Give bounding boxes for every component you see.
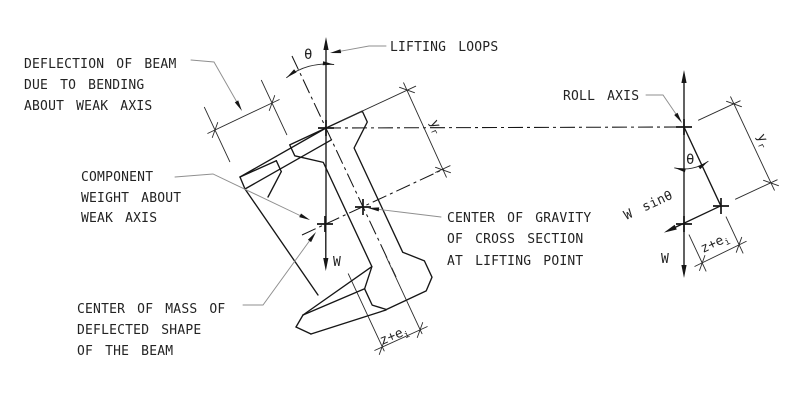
- theta-arc-right: [674, 160, 709, 173]
- center-of-mass-marker: [317, 216, 333, 232]
- center-of-mass-leader: [242, 239, 311, 306]
- component-weight-label-line2: WEIGHT ABOUT: [81, 191, 181, 206]
- roll-axis-centerline: [325, 126, 685, 129]
- center-of-mass-marker: [676, 216, 692, 232]
- weight-component-label: W sinθ: [622, 188, 676, 224]
- component-weight-label-line3: WEAK AXIS: [81, 211, 157, 226]
- roll-axis-marker: [676, 119, 692, 135]
- deflection-label-line3: ABOUT WEAK AXIS: [24, 99, 152, 114]
- theta-label-right: θ: [686, 152, 695, 168]
- beam-front-outline: [289, 110, 433, 311]
- theta-label-left: θ: [304, 47, 313, 63]
- up-arrow-icon: [681, 70, 687, 83]
- ze-label-right: z+ei: [698, 230, 732, 258]
- ze-label-left: z+ei: [378, 323, 412, 350]
- annotations: DEFLECTION OF BEAM DUE TO BENDING ABOUT …: [24, 40, 770, 359]
- ze-dimension-left: [347, 256, 428, 355]
- cg-section-marker: [355, 199, 371, 215]
- point-markers-left: [317, 120, 371, 232]
- weight-label-left: W: [333, 255, 341, 270]
- roll-axis-leader: [645, 94, 678, 116]
- beam-extrusion-lines: [239, 127, 387, 335]
- ze-dimension-right: [688, 216, 747, 272]
- deflection-dimension: [203, 79, 288, 163]
- cg-section-label-line2: OF CROSS SECTION: [447, 232, 583, 247]
- center-of-mass-label-line2: DEFLECTED SHAPE: [77, 323, 201, 338]
- cg-section-marker: [713, 198, 729, 214]
- leader-lines: [174, 45, 682, 306]
- theta-arc-left: [286, 61, 335, 79]
- weak-axis-centerline: [301, 168, 445, 236]
- lifting-loops-leader: [339, 45, 387, 52]
- lifting-loops-label: LIFTING LOOPS: [390, 40, 498, 55]
- weight-arrow-icon: [681, 265, 687, 278]
- yr-dimension-left: [340, 82, 451, 178]
- cg-section-label-line3: AT LIFTING POINT: [447, 254, 583, 269]
- beam-axis-centerline: [291, 55, 397, 278]
- deflection-label-line2: DUE TO BENDING: [24, 78, 144, 93]
- component-weight-label-line1: COMPONENT: [81, 170, 153, 185]
- lifting-line: [323, 37, 329, 271]
- yr-dimension-right: [698, 96, 779, 200]
- beam-cross-section: [239, 110, 433, 335]
- roll-axis-label: ROLL AXIS: [563, 89, 639, 104]
- point-markers-right: [676, 119, 729, 232]
- cg-section-leader: [378, 208, 442, 218]
- up-arrow-icon: [323, 37, 329, 50]
- component-weight-leader: [174, 173, 302, 217]
- weight-arrow-icon: [323, 258, 329, 271]
- cg-section-label-line1: CENTER OF GRAVITY: [447, 211, 591, 226]
- lifting-point-marker: [318, 120, 334, 136]
- deflection-leader: [190, 59, 239, 105]
- center-of-mass-label-line3: OF THE BEAM: [77, 344, 173, 359]
- yr-sub: r: [428, 128, 440, 138]
- roll-axis-diagram: [663, 70, 779, 278]
- deflection-label-line1: DEFLECTION OF BEAM: [24, 57, 176, 72]
- weight-label-right: W: [661, 252, 669, 267]
- center-of-mass-label-line1: CENTER OF MASS OF: [77, 302, 225, 317]
